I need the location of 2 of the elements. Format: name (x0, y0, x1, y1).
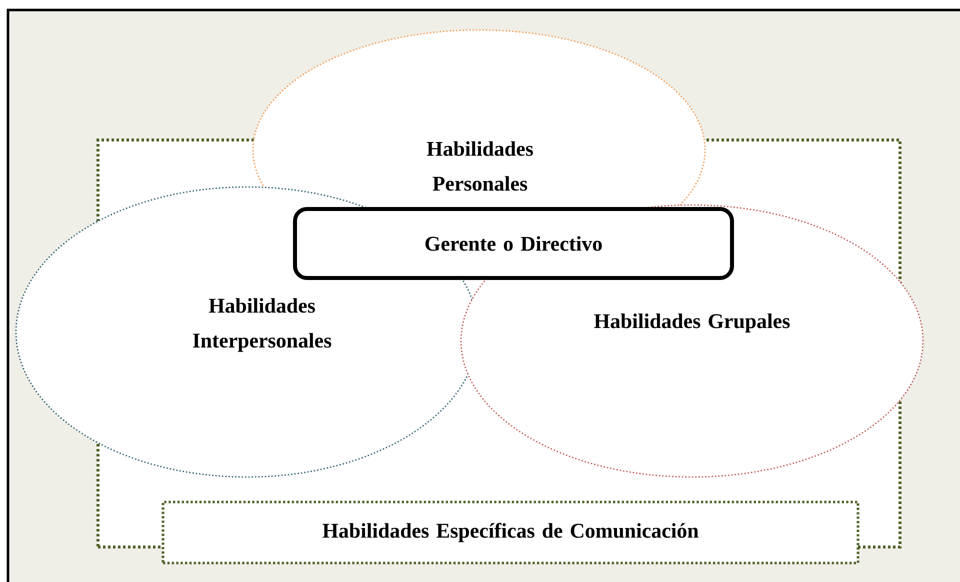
dotted-box: Habilidades Específicas de Comunicación (162, 500, 860, 564)
rounded-box: Gerente o Directivo (293, 207, 734, 280)
